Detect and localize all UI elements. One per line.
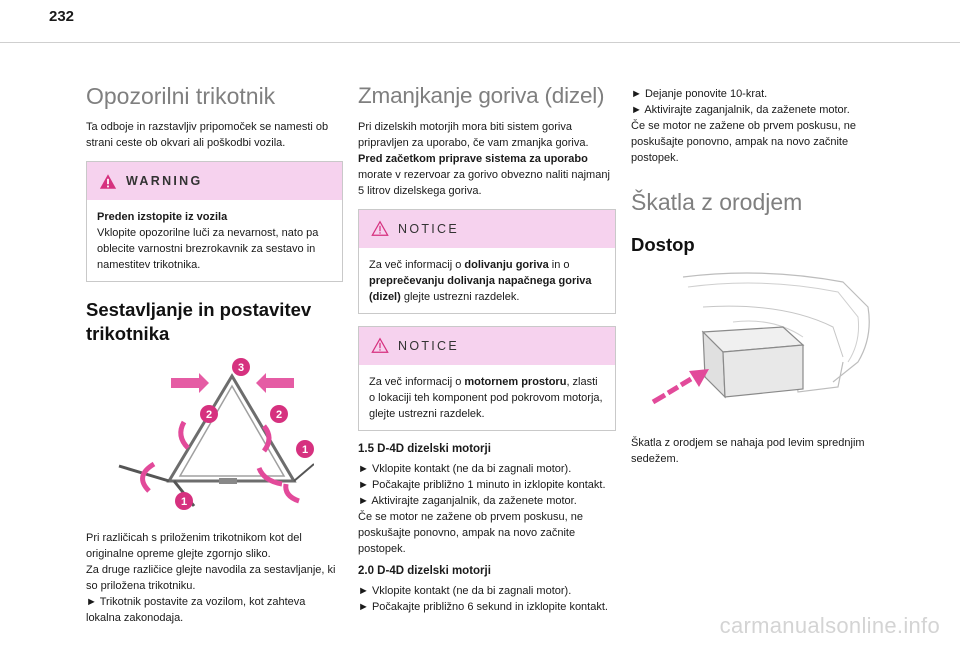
toolbox-caption: Škatla z orodjem se nahaja pod levim spr…: [631, 436, 865, 465]
toolbox-seat-illustration: [651, 272, 870, 405]
step-a1: ► Vklopite kontakt (ne da bi zagnali mot…: [358, 462, 572, 475]
column-toolbox: ► Dejanje ponovite 10-krat. ► Aktivirajt…: [631, 58, 889, 475]
svg-text:1: 1: [302, 444, 308, 456]
notice-box-header: NOTICE: [359, 209, 615, 248]
watermark: carmanualsonline.info: [719, 613, 940, 638]
notice-box-body: Za več informacij o dolivanju goriva in …: [359, 248, 615, 313]
page-number: 232: [49, 8, 75, 25]
notice-box-body: Za več informacij o motornem prostoru, z…: [359, 365, 615, 430]
step-c2: ► Aktivirajte zaganjalnik, da zaženete m…: [631, 104, 850, 116]
column-fuel-shortage: Zmanjkanje goriva (dizel) Pri dizelskih …: [358, 58, 616, 615]
warning-triangle-icon: [99, 174, 117, 189]
step-b2: ► Počakajte približno 6 sekund in izklop…: [358, 600, 608, 613]
step-a3: ► Aktivirajte zaganjalnik, da zaženete m…: [358, 494, 577, 507]
svg-text:3: 3: [238, 362, 244, 374]
figure-badge-1-right: 1: [296, 439, 314, 458]
subsection-title-assembly: Sestavljanje in postavitev trikotnika: [86, 299, 312, 344]
step-a2: ► Počakajte približno 1 minuto in izklop…: [358, 478, 606, 491]
notice-triangle-icon: [371, 220, 389, 237]
section-title-warning-triangle: Opozorilni trikotnik: [86, 83, 276, 109]
warning-box-body: Preden izstopite iz vozila Vklopite opoz…: [87, 200, 342, 281]
figure-badge-3: 3: [232, 357, 250, 376]
figure-badge-2-right: 2: [270, 404, 288, 423]
notice-label: NOTICE: [398, 221, 460, 236]
notice-box-refuelling: NOTICE Za več informacij o dolivanju gor…: [358, 208, 616, 314]
figure-badge-2-left: 2: [200, 404, 218, 423]
notice-engine-text: Za več informacij o motornem prostoru, z…: [369, 375, 603, 420]
step-c3: Če se motor ne zažene ob prvem poskusu, …: [631, 120, 857, 164]
heading-1-5-d4d: 1.5 D-4D dizelski motorji: [358, 442, 491, 455]
triangle-assembly-illustration: 3 2 2 1 1: [118, 357, 314, 510]
svg-text:2: 2: [206, 409, 212, 421]
heading-2-0-d4d: 2.0 D-4D dizelski motorji: [358, 564, 491, 577]
intro-text: Ta odboje in razstavljiv pripomoček se n…: [86, 121, 329, 150]
notice-refuelling-text: Za več informacij o dolivanju goriva in …: [369, 258, 592, 303]
notice-triangle-icon: [371, 337, 389, 354]
subsection-title-access: Dostop: [631, 234, 695, 256]
warning-label: WARNING: [126, 174, 203, 189]
warning-heading: Preden izstopite iz vozila: [97, 211, 228, 224]
notice-label: NOTICE: [398, 338, 460, 353]
assembly-text-2: Za druge različice glejte navodila za se…: [86, 563, 336, 592]
notice-box-header: NOTICE: [359, 326, 615, 365]
step-a4: Če se motor ne zažene ob prvem poskusu, …: [358, 510, 584, 555]
figure-badge-1-left: 1: [175, 491, 193, 510]
svg-text:2: 2: [276, 409, 282, 421]
assembly-text-1: Pri različicah s priloženim trikotnikom …: [86, 531, 302, 560]
fuel-intro: Pri dizelskih motorjih mora biti sistem …: [358, 120, 610, 197]
section-title-fuel-shortage: Zmanjkanje goriva (dizel): [358, 83, 605, 108]
assembly-text-3: ► Trikotnik postavite za vozilom, kot za…: [86, 595, 306, 624]
step-b1: ► Vklopite kontakt (ne da bi zagnali mot…: [358, 584, 572, 597]
warning-box-header: WARNING: [87, 162, 342, 201]
step-c1: ► Dejanje ponovite 10-krat.: [631, 88, 768, 100]
header-rule: [0, 42, 960, 43]
column-warning-triangle: Opozorilni trikotnik Ta odboje in razsta…: [86, 58, 343, 626]
section-title-toolbox: Škatla z orodjem: [631, 189, 803, 215]
warning-box: WARNING Preden izstopite iz vozila Vklop…: [86, 161, 343, 283]
warning-text: Vklopite opozorilne luči za nevarnost, n…: [97, 227, 319, 272]
notice-box-engine: NOTICE Za več informacij o motornem pros…: [358, 325, 616, 431]
svg-text:1: 1: [181, 496, 187, 508]
